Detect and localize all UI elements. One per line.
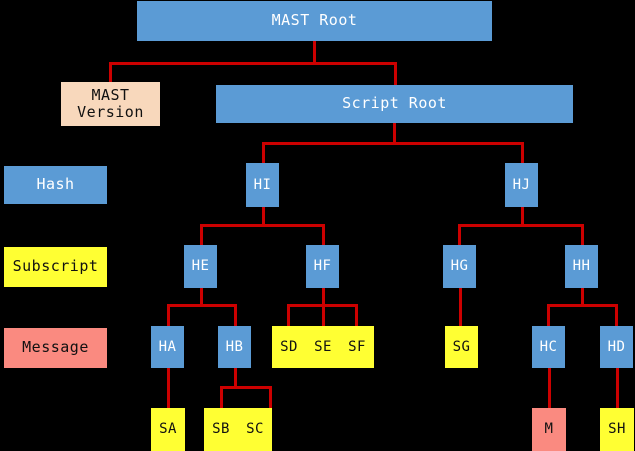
node-se: SE: [306, 326, 340, 368]
node-script-root: Script Root: [216, 85, 573, 123]
edge-to-ha: [167, 304, 170, 327]
node-sc: SC: [238, 408, 272, 451]
edge-scriptroot-bus: [262, 142, 524, 145]
node-sf: SF: [340, 326, 374, 368]
edge-to-hi: [262, 142, 265, 165]
node-hf: HF: [306, 245, 339, 288]
edge-to-sg: [459, 288, 462, 327]
edge-to-hj: [521, 142, 524, 165]
legend-item-message: Message: [4, 328, 107, 368]
edge-hi-bus: [200, 224, 325, 227]
edge-to-m: [548, 368, 551, 409]
node-hd: HD: [600, 326, 633, 368]
edge-to-he: [200, 224, 203, 247]
node-m: M: [532, 408, 566, 451]
node-hj: HJ: [505, 163, 538, 207]
edge-to-sb: [220, 386, 223, 409]
edge-to-hd: [615, 304, 618, 327]
node-he: HE: [184, 245, 217, 288]
node-mast-root: MAST Root: [137, 1, 492, 41]
edge-to-se: [322, 304, 325, 327]
edge-hb-bus: [220, 386, 272, 389]
node-sd: SD: [272, 326, 306, 368]
edge-to-sc: [269, 386, 272, 409]
edge-hh-stem: [581, 288, 584, 307]
edge-hh-bus: [547, 304, 618, 307]
edge-to-hb: [234, 304, 237, 327]
node-sa: SA: [151, 408, 185, 451]
node-sg: SG: [445, 326, 478, 368]
edge-to-mastversion: [109, 62, 112, 83]
edge-to-hf: [322, 224, 325, 247]
edge-scriptroot-stem: [393, 123, 396, 144]
edge-he-stem: [200, 288, 203, 307]
node-hh: HH: [565, 245, 598, 288]
node-mast-version: MAST Version: [61, 82, 160, 126]
edge-to-sa: [167, 368, 170, 409]
node-ha: HA: [151, 326, 184, 368]
node-hi: HI: [246, 163, 279, 207]
edge-mastroot-bus: [109, 62, 397, 65]
edge-hj-bus: [458, 224, 584, 227]
edge-hf-stem: [322, 288, 325, 307]
edge-to-scriptroot: [394, 62, 397, 85]
edge-hj-stem: [521, 207, 524, 227]
edge-to-sd: [287, 304, 290, 327]
edge-to-hh: [581, 224, 584, 247]
edge-hi-stem: [262, 207, 265, 227]
node-hc: HC: [532, 326, 565, 368]
edge-to-sf: [355, 304, 358, 327]
node-hg: HG: [443, 245, 476, 288]
node-hb: HB: [218, 326, 251, 368]
legend-item-hash: Hash: [4, 166, 107, 204]
edge-to-hc: [547, 304, 550, 327]
node-sb: SB: [204, 408, 238, 451]
node-sh: SH: [600, 408, 634, 451]
legend-item-subscript: Subscript: [4, 247, 107, 287]
edge-to-hg: [458, 224, 461, 247]
edge-to-sh: [616, 368, 619, 409]
edge-hb-stem: [234, 368, 237, 388]
edge-mastroot-stem: [313, 41, 316, 64]
edge-he-bus: [167, 304, 237, 307]
